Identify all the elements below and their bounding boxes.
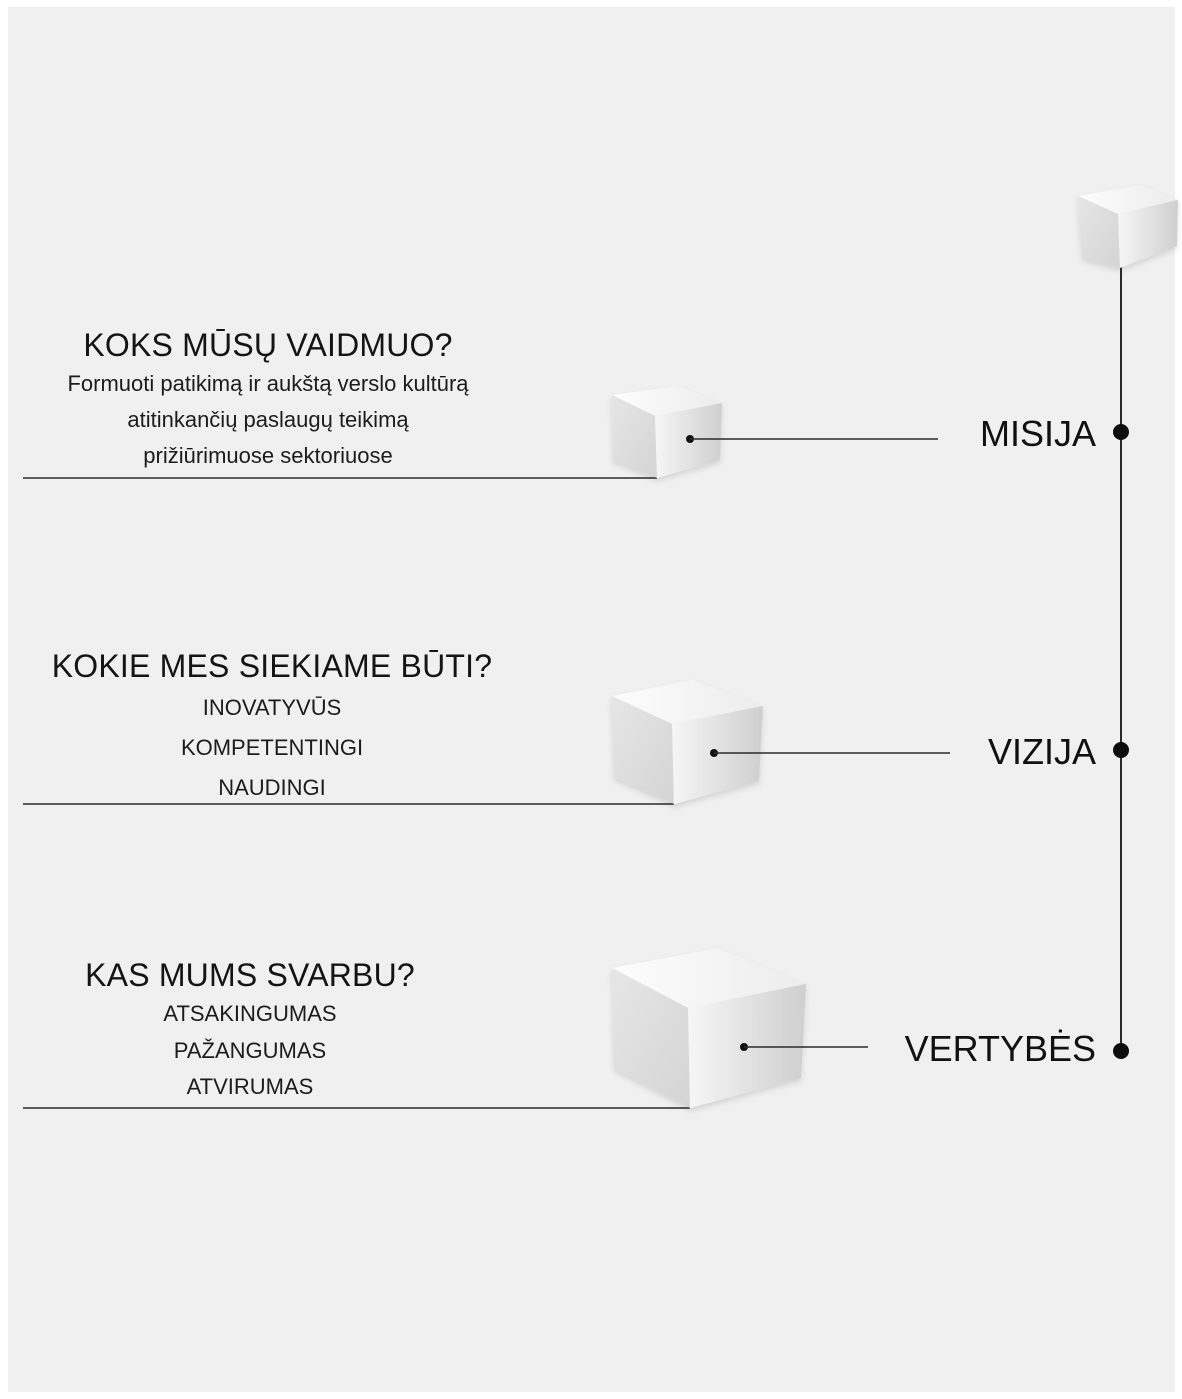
misija-marker-dot	[1113, 424, 1129, 440]
vizija-question: KOKIE MES SIEKIAME BŪTI?	[51, 648, 493, 684]
misija-text-line-2: atitinkančių paslaugų teikimą	[127, 407, 409, 432]
misija-question: KOKS MŪSŲ VAIDMUO?	[83, 327, 453, 363]
misija-label: MISIJA	[979, 413, 1096, 454]
vertybes-marker-dot	[1113, 1043, 1129, 1059]
top-cube	[1078, 185, 1178, 268]
misija-cube	[612, 386, 722, 478]
vizija-label: VIZIJA	[987, 731, 1096, 772]
vizija-text-line-1: INOVATYVŪS	[202, 695, 342, 720]
vizija-cube	[612, 680, 763, 804]
vizija-text-line-2: KOMPETENTINGI	[180, 735, 364, 760]
vertybes-text-line-1: ATSAKINGUMAS	[163, 1001, 337, 1026]
vizija-marker-dot	[1113, 742, 1129, 758]
vizija-text-line-3: NAUDINGI	[218, 775, 326, 800]
misija-text-line-3: prižiūrimuose sektoriuose	[143, 443, 393, 468]
vertybes-label: VERTYBĖS	[904, 1028, 1096, 1069]
diagram-background	[8, 7, 1175, 1392]
vertybes-cube	[612, 948, 806, 1108]
misija-text-line-1: Formuoti patikimą ir aukštą verslo kultū…	[67, 371, 469, 396]
vertybes-question: KAS MUMS SVARBU?	[85, 957, 415, 993]
vertybes-text-line-2: PAŽANGUMAS	[173, 1038, 327, 1063]
vertybes-text-line-3: ATVIRUMAS	[186, 1074, 314, 1099]
